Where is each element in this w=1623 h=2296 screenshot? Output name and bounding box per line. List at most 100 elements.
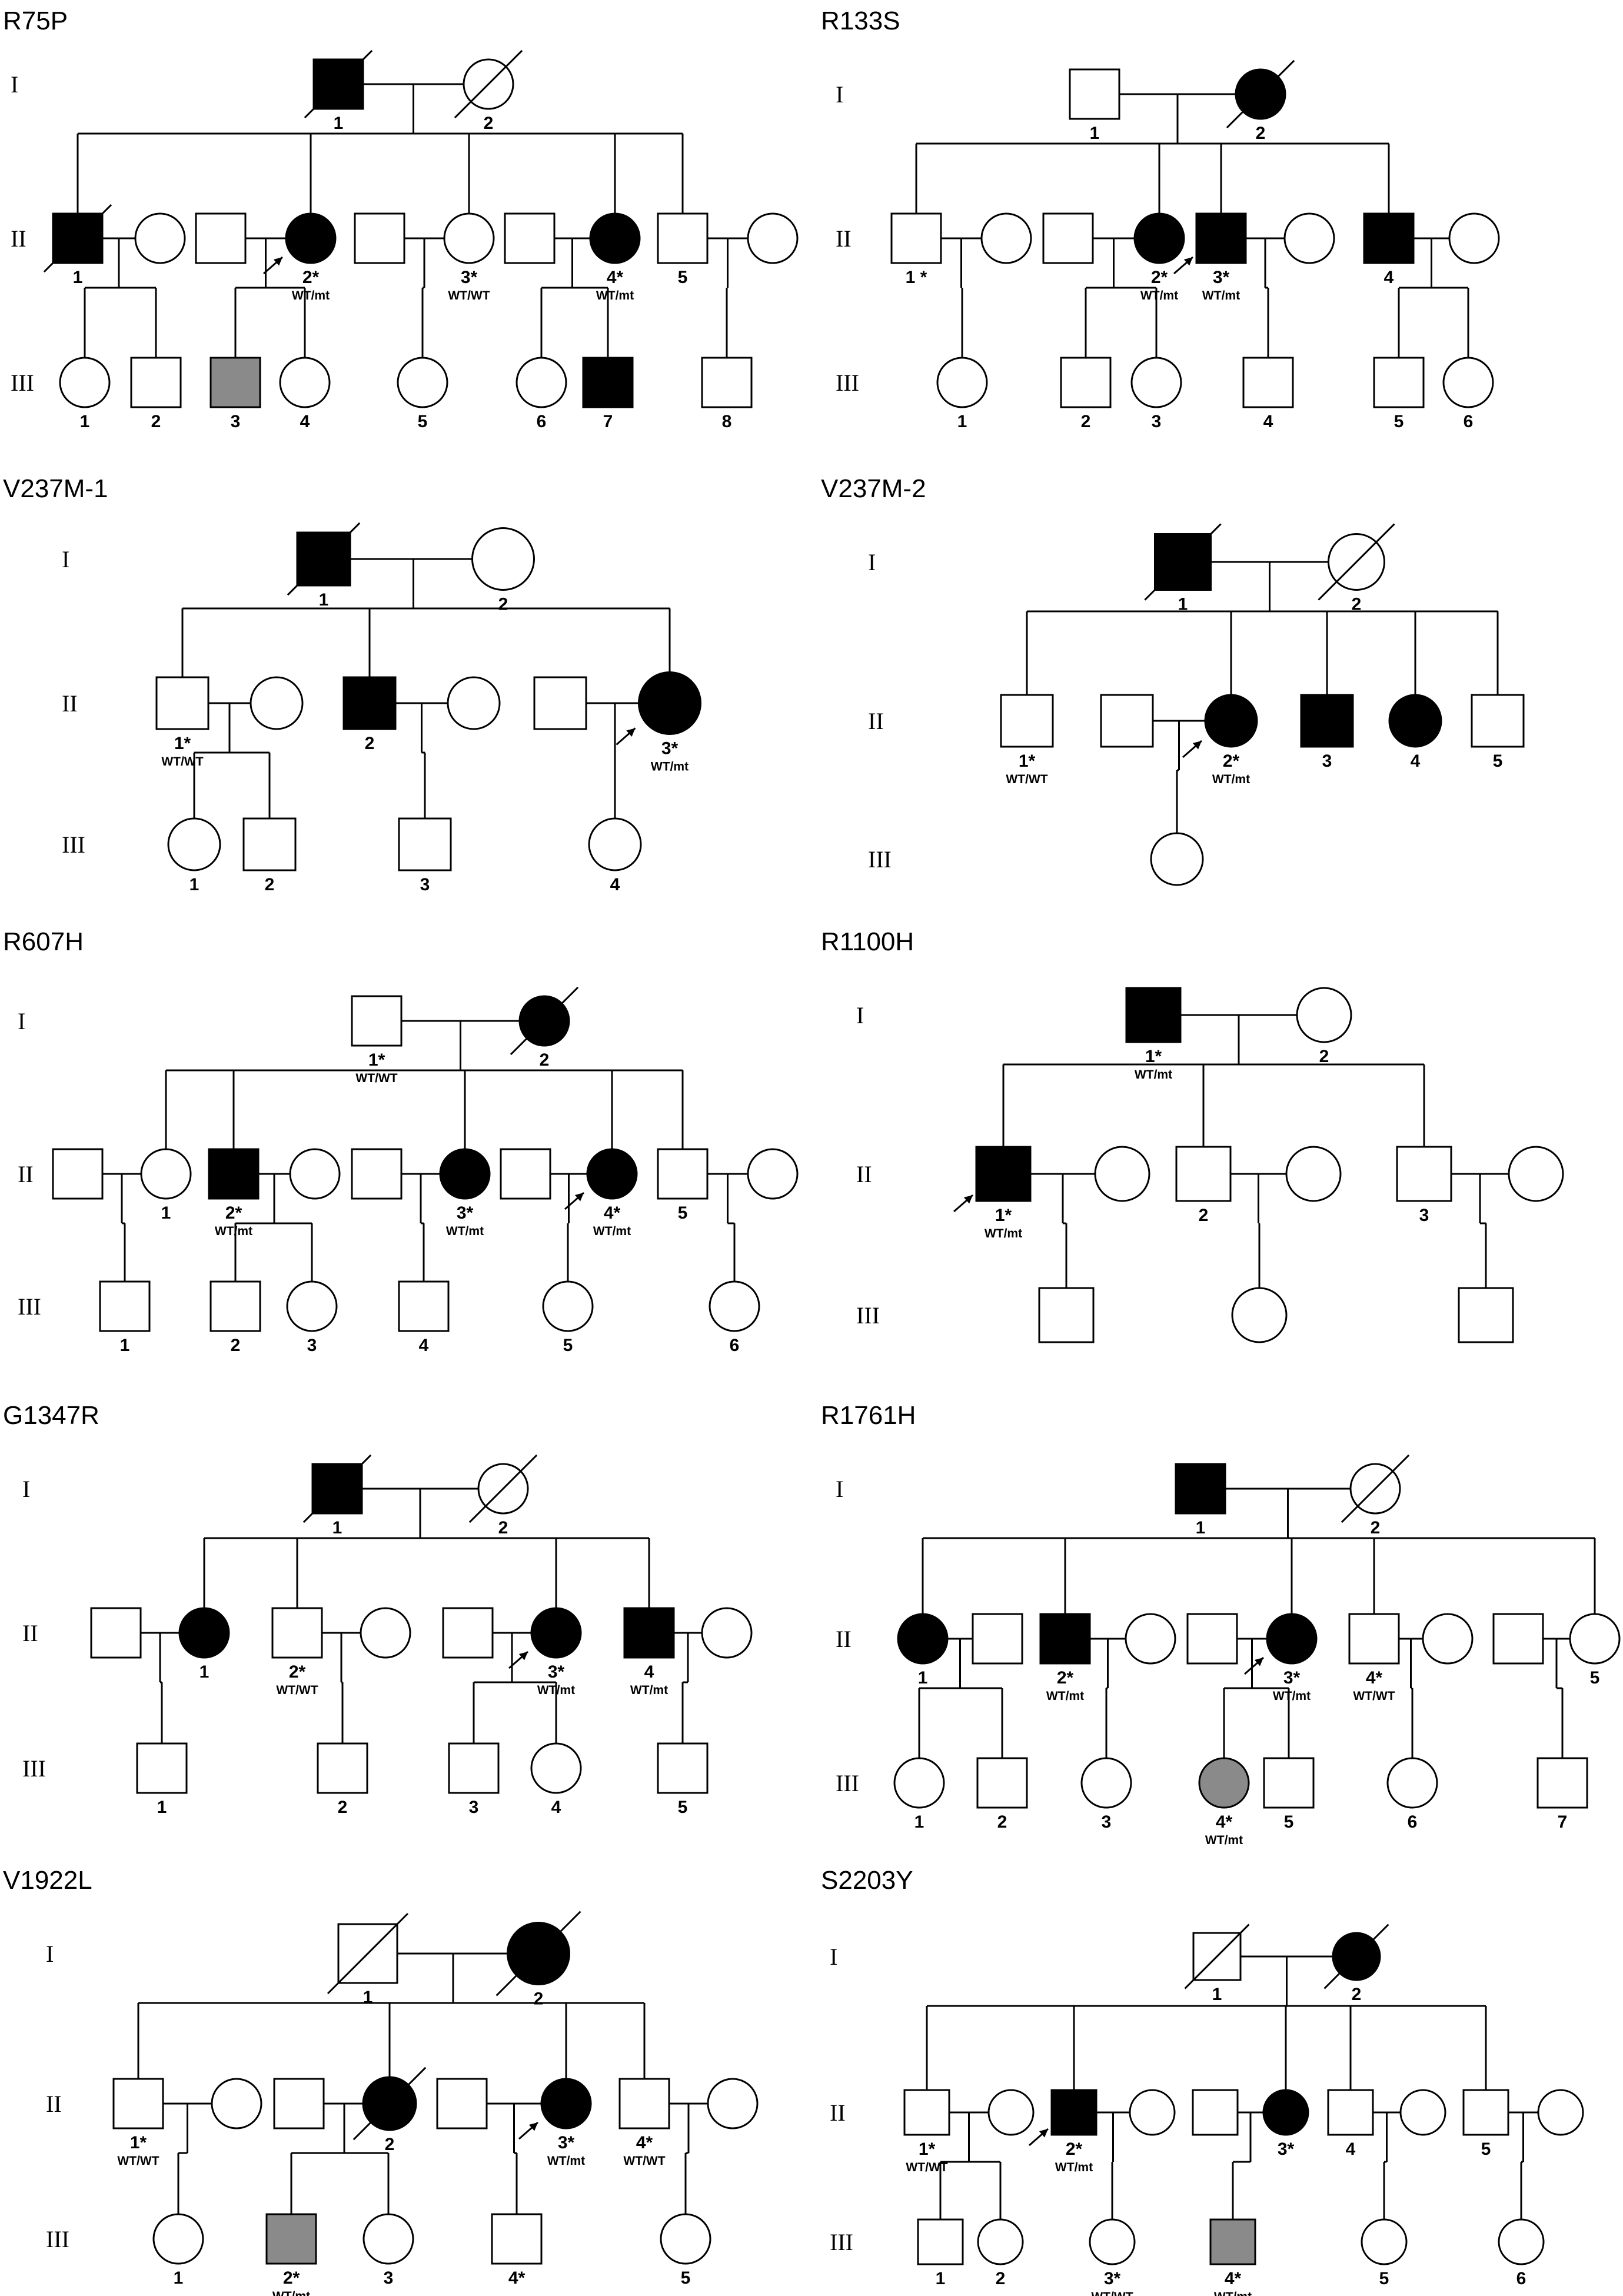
pedigree-member — [90, 1607, 142, 1659]
male-affected-symbol — [1363, 212, 1415, 264]
deceased-slash — [304, 49, 373, 119]
pedigree-member: 4*WT/mt — [589, 212, 641, 302]
pedigree-title: V237M-1 — [3, 474, 108, 503]
pedigree-member — [980, 212, 1032, 264]
pedigree-member: 1*WT/WT — [155, 676, 209, 768]
pedigree-member: 1 — [327, 1912, 409, 2007]
deceased-slash — [510, 986, 579, 1056]
pedigree-member: 5 — [1373, 357, 1425, 431]
pedigree-member — [747, 212, 799, 264]
genotype-label: WT/WT — [1353, 1689, 1395, 1703]
female-unaffected-symbol — [542, 1280, 594, 1332]
pedigree-member: 2 — [468, 1454, 538, 1538]
male-unaffected-symbol — [1038, 1287, 1095, 1343]
male-unaffected-symbol — [1263, 1757, 1315, 1809]
member-number: 2 — [484, 114, 494, 133]
male-carrier-symbol — [209, 357, 261, 408]
pedigree-member: 4 — [1327, 2089, 1374, 2159]
genotype-label: WT/WT — [448, 289, 490, 302]
member-number: 2 — [540, 1050, 550, 1070]
member-number: 6 — [730, 1336, 740, 1355]
pedigree-member — [442, 1607, 494, 1659]
member-number: 4* — [604, 1203, 621, 1223]
member-number: 1 — [914, 1812, 924, 1832]
member-number: 4* — [1216, 1812, 1233, 1832]
male-affected-symbol — [1125, 987, 1182, 1043]
male-unaffected-symbol — [1536, 1757, 1588, 1809]
member-number: 1* — [1019, 751, 1036, 771]
generation-label: II — [11, 225, 26, 252]
pedigree-member: 5 — [542, 1280, 594, 1355]
genotype-label: WT/WT — [117, 2154, 159, 2168]
member-number: 2 — [996, 2269, 1006, 2288]
member-number: 1* — [174, 734, 191, 753]
member-number: 6 — [537, 412, 547, 431]
proband-arrow — [1182, 740, 1202, 758]
male-unaffected-symbol — [1192, 2089, 1239, 2136]
female-unaffected-symbol — [286, 1280, 338, 1332]
member-number: 2 — [1352, 595, 1362, 614]
female-affected-symbol — [1262, 2089, 1309, 2136]
male-unaffected-symbol — [1492, 1613, 1544, 1665]
generation-label: III — [836, 370, 859, 396]
member-number: 2 — [498, 595, 508, 614]
male-unaffected-symbol — [1069, 68, 1120, 120]
member-number: 2* — [1066, 2139, 1083, 2159]
pedigree-member: 3*WT/mt — [518, 2078, 592, 2168]
male-unaffected-symbol — [52, 1148, 104, 1200]
male-unaffected-symbol — [271, 1607, 323, 1659]
male-unaffected-symbol — [500, 1148, 551, 1200]
pedigree-member — [273, 2078, 325, 2129]
female-unaffected-symbol — [977, 2218, 1024, 2265]
pedigree-s2203y: S2203YIIIIII121*WT/WT2*WT/mt3*45123*WT/W… — [821, 1866, 1584, 2296]
pedigree-member: 1 — [43, 204, 112, 287]
pedigree-member — [250, 676, 304, 730]
pedigree-member: 1*WT/WT — [1000, 694, 1054, 786]
pedigree-member: 4 — [279, 357, 331, 431]
male-affected-symbol — [975, 1146, 1032, 1202]
member-number: 8 — [722, 412, 732, 431]
female-affected-symbol — [1204, 694, 1258, 748]
female-unaffected-symbol — [1508, 1146, 1564, 1202]
pedigree-member: 3* — [1262, 2089, 1309, 2159]
female-unaffected-symbol — [1537, 2089, 1584, 2136]
member-number: 1 — [1196, 1518, 1206, 1538]
pedigree-member: 3 — [1396, 1146, 1452, 1225]
deceased-slash — [1318, 523, 1395, 601]
male-unaffected-symbol — [99, 1280, 151, 1332]
female-unaffected-symbol — [211, 2078, 262, 2129]
deceased-slash — [352, 2067, 427, 2141]
pedigree-member: 4 — [398, 1280, 450, 1355]
pedigree-member: 1 — [99, 1280, 151, 1355]
pedigree-member — [1094, 1146, 1150, 1202]
pedigree-member: 2 — [976, 1757, 1028, 1832]
pedigree-member: 6 — [1386, 1757, 1438, 1832]
male-unaffected-symbol — [442, 1607, 494, 1659]
female-unaffected-symbol — [167, 817, 221, 871]
female-unaffected-symbol — [1498, 2218, 1545, 2265]
pedigree-member: 4 — [530, 1742, 582, 1817]
male-unaffected-symbol — [1373, 357, 1425, 408]
genotype-label: WT/mt — [985, 1227, 1022, 1240]
pedigree-member — [354, 212, 405, 264]
proband-arrow — [616, 727, 636, 746]
pedigree-member — [1192, 2089, 1239, 2136]
pedigree-member: 4 — [1388, 694, 1442, 771]
male-carrier-symbol — [1209, 2218, 1256, 2265]
pedigree-member: 2*WT/mt — [263, 212, 337, 302]
male-affected-symbol — [582, 357, 634, 408]
pedigree-title: R133S — [821, 6, 900, 35]
member-number: 4 — [1384, 268, 1394, 287]
member-number: 1 — [332, 1518, 342, 1538]
member-number: 1 — [80, 412, 90, 431]
member-number: 3 — [469, 1798, 479, 1817]
pedigree-member: 2*WT/mt — [1182, 694, 1258, 786]
pedigree-member: 2 — [209, 1280, 261, 1355]
pedigree-member — [1458, 1287, 1514, 1343]
pedigree-member: 2 — [1296, 987, 1352, 1066]
pedigree-member: 1 — [304, 49, 373, 133]
generation-label: II — [830, 2099, 846, 2126]
male-unaffected-symbol — [209, 1280, 261, 1332]
pedigree-member: 1 — [152, 2213, 204, 2288]
